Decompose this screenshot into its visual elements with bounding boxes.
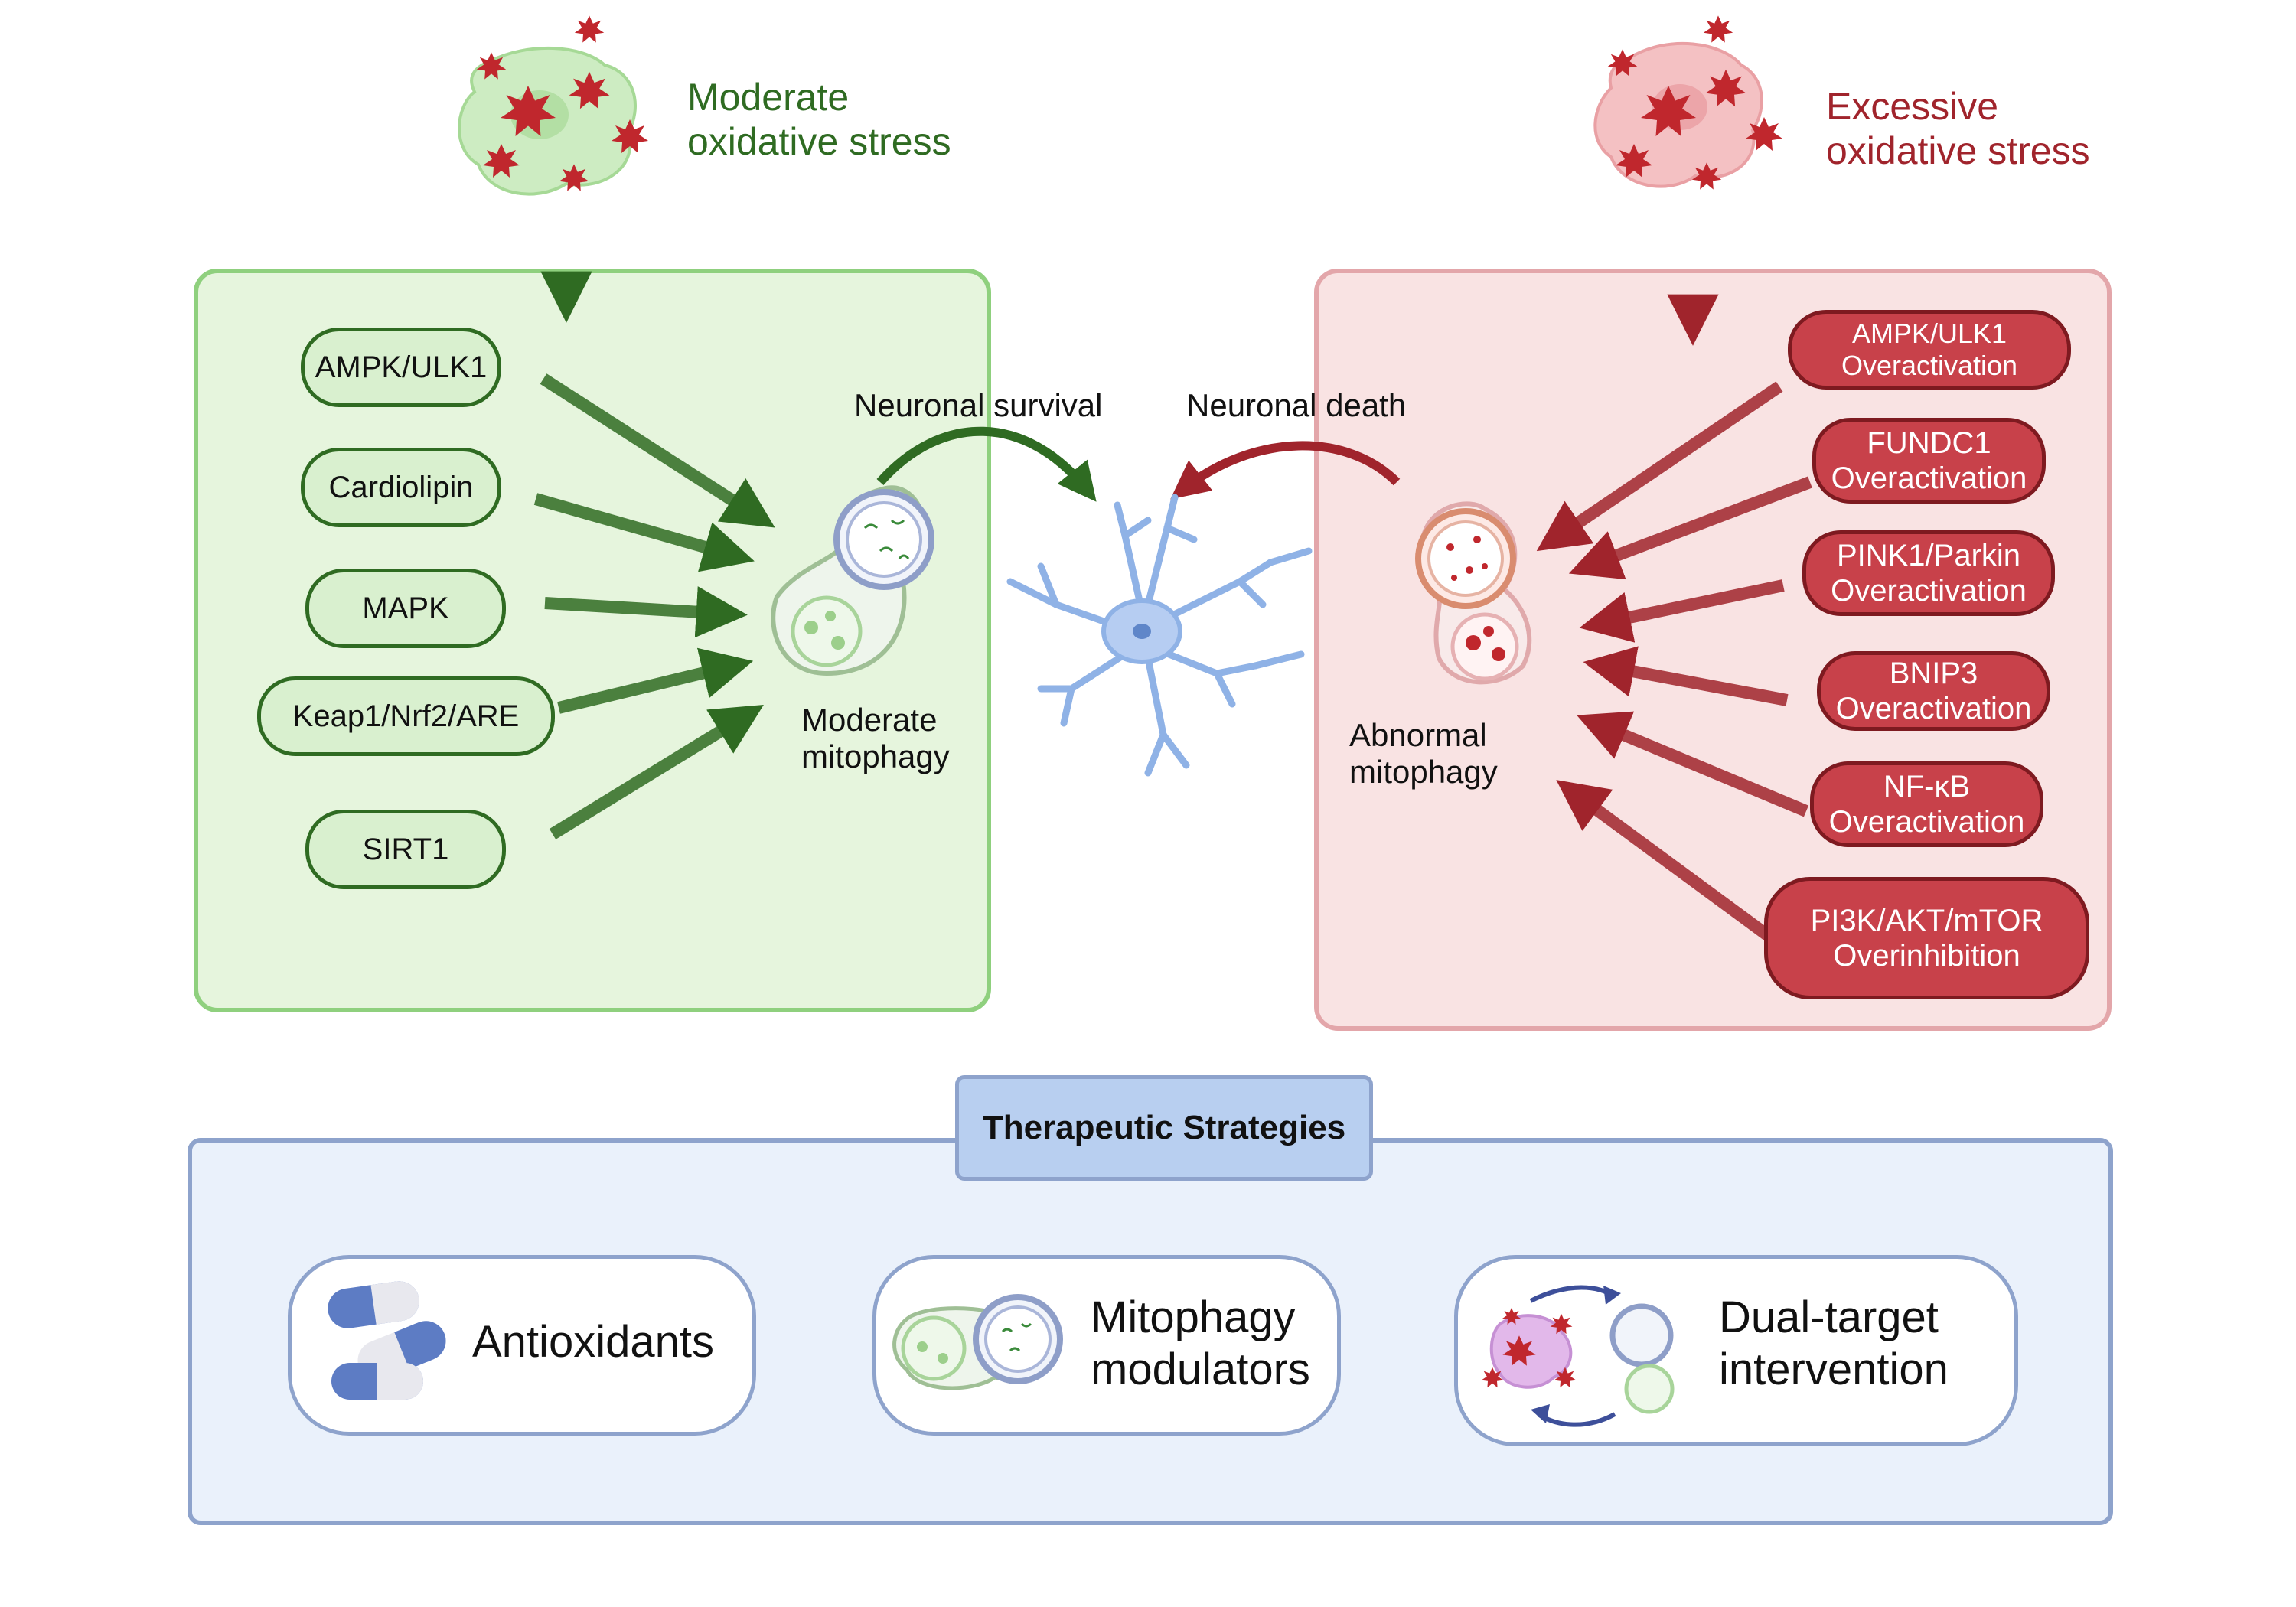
pathway-nfkb-overactivation: NF-κB Overactivation [1810, 761, 2043, 847]
abnormal-mitophagy-label: Abnormal mitophagy [1349, 717, 1498, 790]
moderate-title: Moderate oxidative stress [687, 75, 951, 164]
moderate-mitophagy-label: Moderate mitophagy [801, 702, 950, 775]
moderate-title-line1: Moderate [687, 76, 850, 119]
moderate-mitophagy-icon [771, 485, 934, 676]
strategy-label-line1: Mitophagy [1091, 1292, 1296, 1342]
moderate-title-line2: oxidative stress [687, 120, 951, 163]
abnormal-mitophagy-line1: Abnormal [1349, 717, 1487, 753]
pathway-fundc1-overactivation: FUNDC1 Overactivation [1812, 418, 2046, 504]
pill-line2: Overinhibition [1833, 939, 2020, 973]
death-arrow [1170, 441, 1401, 500]
strategy-label-line2: intervention [1719, 1345, 1949, 1394]
pathway-pi3k-akt-mtor-overinhibition: PI3K/AKT/mTOR Overinhibition [1764, 877, 2089, 999]
strategy-dual-target-label: Dual-target intervention [1719, 1292, 1949, 1396]
survival-arrow [876, 426, 1097, 502]
pathway-ampk-ulk1-overactivation: AMPK/ULK1 Overactivation [1788, 310, 2071, 390]
therapeutic-strategies-header: Therapeutic Strategies [955, 1075, 1373, 1181]
pathway-ampk-ulk1: AMPK/ULK1 [301, 328, 501, 407]
pathway-mapk: MAPK [305, 569, 506, 648]
pill-line1: NF-κB [1883, 770, 1971, 804]
pill-line1: BNIP3 [1889, 657, 1978, 690]
pathway-cardiolipin: Cardiolipin [301, 448, 501, 527]
pathway-pink1-parkin-overactivation: PINK1/Parkin Overactivation [1802, 530, 2055, 616]
abnormal-mitophagy-line2: mitophagy [1349, 754, 1498, 790]
neuronal-survival-label: Neuronal survival [854, 387, 1103, 423]
moderate-mitophagy-line2: mitophagy [801, 738, 950, 774]
pill-line1: PI3K/AKT/mTOR [1810, 904, 2043, 937]
pill-line2: Overactivation [1835, 692, 2032, 725]
pathway-bnip3-overactivation: BNIP3 Overactivation [1817, 651, 2050, 731]
strategy-mitophagy-modulators-label: Mitophagy modulators [1091, 1292, 1310, 1396]
pathway-keap1-nrf2-are: Keap1/Nrf2/ARE [257, 676, 555, 756]
strategy-label-line2: modulators [1091, 1345, 1310, 1394]
pill-line1: FUNDC1 [1867, 426, 1991, 460]
excessive-title-line2: oxidative stress [1826, 129, 2090, 172]
excessive-title: Excessive oxidative stress [1826, 84, 2090, 173]
moderate-pathway-arrows [533, 373, 775, 839]
abnormal-mitophagy-icon [1415, 501, 1532, 685]
pill-line1: PINK1/Parkin [1836, 539, 2021, 572]
excessive-title-line1: Excessive [1826, 85, 1999, 128]
pill-line2: Overactivation [1828, 805, 2025, 839]
neuronal-death-label: Neuronal death [1186, 387, 1407, 423]
pill-line2: Overactivation [1841, 350, 2018, 381]
pill-line2: Overactivation [1831, 574, 2027, 608]
pill-line2: Overactivation [1831, 461, 2027, 495]
strategy-label-line1: Dual-target [1719, 1292, 1939, 1342]
neuron-nucleus [1133, 624, 1151, 639]
moderate-mitophagy-line1: Moderate [801, 702, 938, 738]
strategy-label-line1: Antioxidants [472, 1317, 714, 1367]
excessive-pathway-arrows [1536, 381, 1812, 947]
pathway-sirt1: SIRT1 [305, 810, 506, 889]
pill-line1: AMPK/ULK1 [1851, 318, 2007, 349]
strategy-antioxidants-label: Antioxidants [472, 1316, 714, 1368]
